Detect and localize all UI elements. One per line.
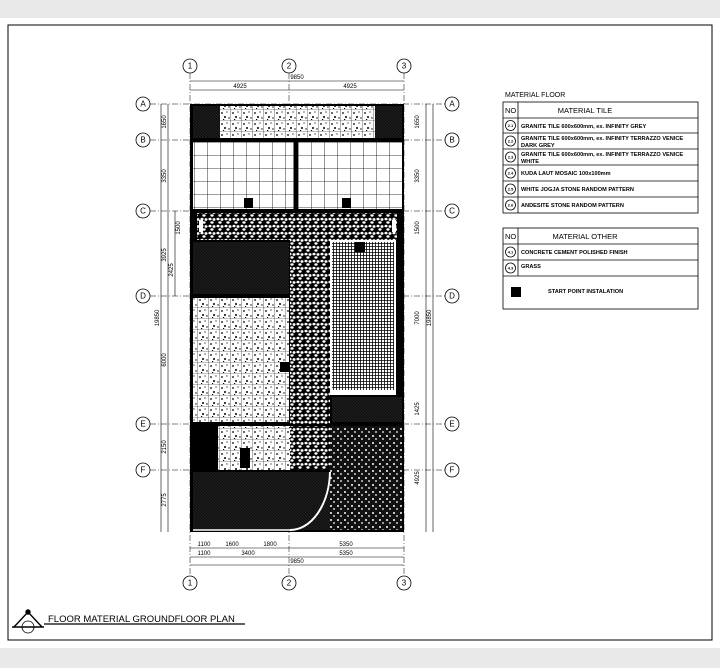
legend-tag: 2.1 <box>508 123 514 128</box>
legend-tag: 2.3 <box>508 155 514 160</box>
sheet-frame <box>7 24 713 641</box>
legend-text: GRASS <box>521 264 541 270</box>
legend-header-no: NO <box>505 232 516 241</box>
grid-label-row: D <box>140 292 146 301</box>
dim-bottom: 1600 <box>225 542 239 548</box>
dim-right: 4925 <box>415 471 421 485</box>
start-point-marker <box>280 362 289 372</box>
legend-tag: 4.3 <box>508 266 514 271</box>
zone-concrete-corner <box>375 106 402 138</box>
legend-tag: 4.1 <box>508 250 514 255</box>
legend-text: ANDESITE STONE RANDOM PATTERN <box>521 203 624 209</box>
dim-left: 2150 <box>162 440 168 454</box>
grid-label-col: 3 <box>402 62 407 71</box>
legend-header-title: MATERIAL TILE <box>558 106 612 115</box>
legend-text: START POINT INSTALATION <box>548 289 623 295</box>
legend-header-title: MATERIAL OTHER <box>552 232 618 241</box>
dim-left: 19850 <box>155 309 161 326</box>
zone-granite-grey-right <box>298 142 402 209</box>
grid-label-col: 2 <box>287 62 292 71</box>
grid-label-row: F <box>141 466 146 475</box>
dimension-lines <box>160 80 434 566</box>
dim-top-total: 9850 <box>290 75 304 81</box>
start-point-marker <box>342 198 351 208</box>
zone-concrete-carport <box>193 472 330 530</box>
dim-left: 1500 <box>176 221 182 235</box>
legend-text: CONCRETE CEMENT POLISHED FINISH <box>521 250 628 256</box>
dim-bottom-total: 9850 <box>290 559 304 565</box>
start-point-icon <box>511 287 521 297</box>
zone-concrete <box>332 397 402 422</box>
zone-jogja-stone <box>197 213 397 240</box>
drawing-title: FLOOR MATERIAL GROUNDFLOOR PLAN <box>48 614 235 625</box>
zone-stairs-tile <box>218 426 290 470</box>
zone-granite-grey-left <box>193 142 294 209</box>
grid-label-row: E <box>449 420 454 429</box>
zone-concrete <box>193 242 289 294</box>
legend-text: KUDA LAUT MOSAIC 100x100mm <box>521 171 611 177</box>
grid-label-row: A <box>140 100 146 109</box>
legend-tag: 2.5 <box>508 187 514 192</box>
zone-terrazzo-dark-grey <box>220 106 375 138</box>
dim-left: 1650 <box>162 115 168 129</box>
dim-top: 4925 <box>233 84 247 90</box>
grid-label-row: A <box>449 100 455 109</box>
start-point-marker <box>244 198 253 208</box>
dim-bottom: 3400 <box>241 551 255 557</box>
grid-bubbles <box>182 58 412 591</box>
zone-terrazzo-white <box>193 298 289 422</box>
dim-bottom: 1100 <box>198 551 212 557</box>
legend-text: DARK GREY <box>521 143 555 149</box>
grid-label-row: B <box>449 136 454 145</box>
grid-label-col: 1 <box>188 579 193 588</box>
grid-label-row: E <box>140 420 145 429</box>
dim-right: 1425 <box>415 402 421 416</box>
grid-label-row: D <box>449 292 455 301</box>
legend-caption: MATERIAL FLOOR <box>505 92 565 99</box>
legend-tag: 2.4 <box>508 171 514 176</box>
dim-bottom: 5350 <box>339 542 353 548</box>
dim-top: 4925 <box>343 84 357 90</box>
dim-bottom: 5350 <box>339 551 353 557</box>
legend-text: WHITE <box>521 159 539 165</box>
dim-bottom: 1800 <box>263 542 277 548</box>
grid-label-col: 3 <box>402 579 407 588</box>
curved-edge <box>289 471 331 531</box>
grid-label-row: F <box>450 466 455 475</box>
zone-concrete-corner <box>193 106 220 138</box>
start-point-marker <box>355 242 365 252</box>
dim-right: 19850 <box>427 309 433 326</box>
grid-label-col: 2 <box>287 579 292 588</box>
zone-andesite <box>330 426 402 530</box>
legend-tile-table <box>502 101 699 214</box>
legend-text: GRANITE TILE 600x600mm, ex. INFINITY GRE… <box>521 124 646 130</box>
dim-left: 2775 <box>162 493 168 507</box>
dim-left: 2425 <box>169 263 175 277</box>
legend-tag: 2.6 <box>508 203 514 208</box>
dim-right: 1650 <box>415 115 421 129</box>
dim-bottom: 1100 <box>198 542 212 548</box>
floor-plan <box>190 104 404 532</box>
dim-right: 1500 <box>415 221 421 235</box>
dim-left: 3925 <box>162 248 168 262</box>
dim-left: 6000 <box>162 353 168 367</box>
zone-jogja-stone <box>290 426 330 470</box>
grid-label-row: B <box>140 136 145 145</box>
legend-other-table <box>502 227 699 310</box>
section-symbol-icon <box>12 609 44 634</box>
dim-right: 3350 <box>415 169 421 183</box>
zone-jogja-stone-path <box>290 240 330 424</box>
legend-text: WHITE JOGJA STONE RANDOM PATTERN <box>521 187 634 193</box>
legend-text: GRANITE TILE 600x600mm, ex. INFINITY TER… <box>521 136 683 142</box>
grid-label-row: C <box>449 207 455 216</box>
zone-grass <box>332 242 394 390</box>
legend-tag: 2.2 <box>508 139 514 144</box>
dim-right: 7000 <box>415 311 421 325</box>
legend-header-no: NO <box>505 106 516 115</box>
dim-left: 3350 <box>162 169 168 183</box>
grid-label-col: 1 <box>188 62 193 71</box>
legend-text: GRANITE TILE 600x600mm, ex. INFINITY TER… <box>521 152 683 158</box>
grid-label-row: C <box>140 207 146 216</box>
